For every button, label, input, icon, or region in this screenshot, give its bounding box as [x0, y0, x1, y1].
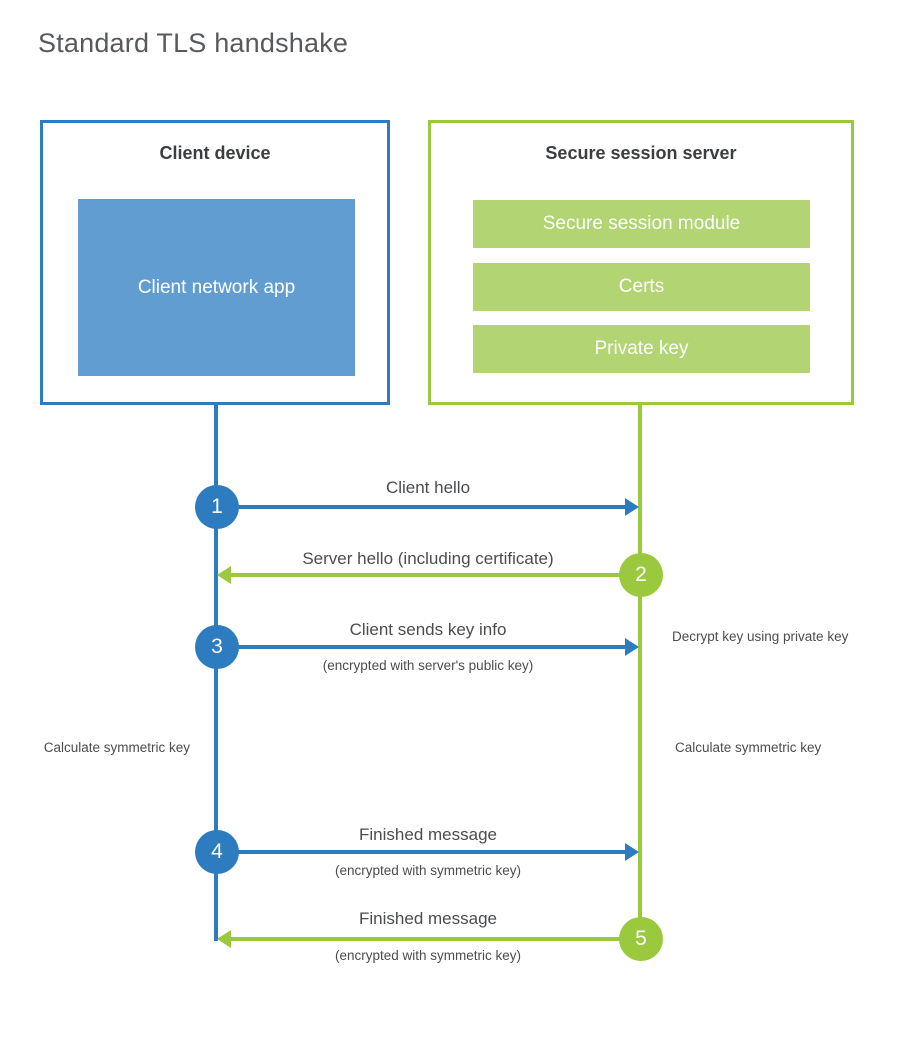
client-calculate-symmetric-key-note: Calculate symmetric key — [43, 740, 190, 755]
step-2-label: Server hello (including certificate) — [302, 549, 554, 568]
step-2-circle[interactable]: 2 — [619, 553, 663, 597]
step-4-sublabel: (encrypted with symmetric key) — [334, 863, 522, 878]
step-4-arrow-line — [216, 850, 625, 854]
step-4-circle[interactable]: 4 — [195, 830, 239, 874]
step-3-label: Client sends key info — [349, 620, 507, 639]
client-device-title: Client device — [159, 143, 271, 163]
step-2-arrow-head — [217, 566, 231, 584]
step-5-label: Finished message — [359, 909, 497, 928]
server-component-certs: Certs — [473, 263, 810, 311]
page-title: Standard TLS handshake — [38, 28, 349, 58]
server-calculate-symmetric-key-note: Calculate symmetric key — [675, 740, 822, 755]
step-4-label: Finished message — [359, 825, 497, 844]
server-lifeline — [638, 403, 642, 940]
step-3-arrow-head — [625, 638, 639, 656]
server-component-secure-session-module: Secure session module — [473, 200, 810, 248]
step-4-arrow-head — [625, 843, 639, 861]
step-5-arrow-line — [231, 937, 640, 941]
step-5-arrow-head — [217, 930, 231, 948]
step-3-circle[interactable]: 3 — [195, 625, 239, 669]
client-lifeline — [214, 403, 218, 941]
step-5-circle[interactable]: 5 — [619, 917, 663, 961]
step-3-arrow-line — [216, 645, 625, 649]
server-component-private-key: Private key — [473, 325, 810, 373]
step-5-sublabel: (encrypted with symmetric key) — [334, 948, 522, 963]
step-1-circle[interactable]: 1 — [195, 485, 239, 529]
step-3-sublabel: (encrypted with server's public key) — [322, 658, 534, 673]
step-1-label: Client hello — [385, 478, 471, 497]
client-network-app-block: Client network app — [78, 199, 355, 376]
step-1-arrow-head — [625, 498, 639, 516]
step-1-arrow-line — [216, 505, 625, 509]
server-decrypt-key-note: Decrypt key using private key — [672, 629, 849, 644]
step-2-arrow-line — [231, 573, 640, 577]
secure-session-server-title: Secure session server — [545, 143, 737, 163]
